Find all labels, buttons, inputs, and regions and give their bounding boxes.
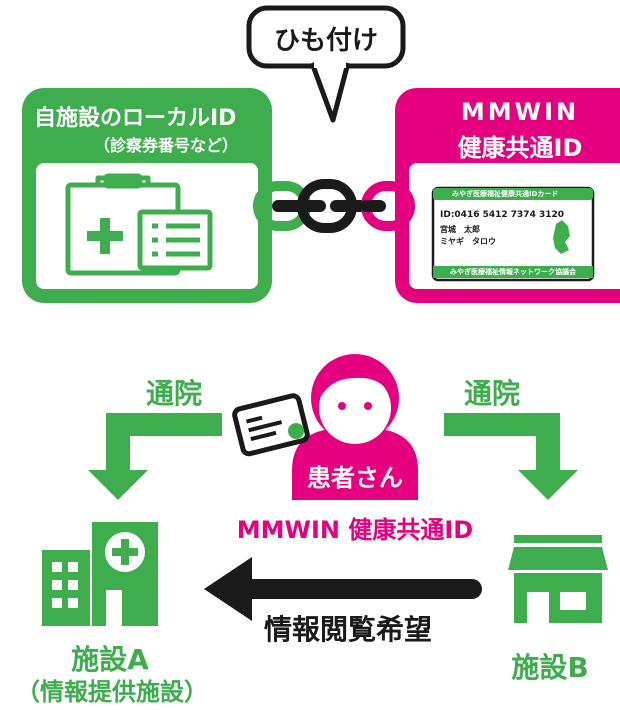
mmwin-id-card-icon xyxy=(431,186,595,282)
card-id-text: ID:0416 5412 7374 3120 xyxy=(440,210,565,220)
facility-a-hospital-icon xyxy=(42,522,158,626)
link-label: ひも付け xyxy=(273,26,378,56)
facility-a-note: （情報提供施設） xyxy=(16,678,208,706)
mmwin-id-title-line2: 健康共通ID xyxy=(457,134,583,162)
facility-b-building-icon xyxy=(508,535,608,623)
facility-b-label: 施設B xyxy=(511,651,589,684)
patient-id-label: MMWIN 健康共通ID xyxy=(236,516,474,544)
clipboard-medical-record-icon xyxy=(65,173,213,276)
card-name-kana: ミヤギ タロウ xyxy=(440,237,496,246)
chain-link-icon xyxy=(253,179,415,233)
card-name-kanji: 宮城 太郎 xyxy=(440,225,480,234)
medical-cross-icon xyxy=(87,218,123,254)
visit-arrow-left xyxy=(88,413,222,500)
patient-label: 患者さん xyxy=(307,464,403,492)
mmwin-id-title-line1: MMWIN xyxy=(460,98,580,126)
card-footer-text: みやぎ医療福祉情報ネットワーク協議会 xyxy=(450,268,576,276)
visit-label-right: 通院 xyxy=(464,377,521,410)
link-speech-bubble xyxy=(246,5,406,123)
facility-a-label: 施設A xyxy=(71,643,149,676)
local-id-subtitle: （診察券番号など） xyxy=(94,136,239,155)
request-label: 情報閲覧希望 xyxy=(263,613,432,646)
visit-label-left: 通院 xyxy=(146,377,203,410)
patient-id-card-icon xyxy=(232,393,310,457)
local-id-title: 自施設のローカルID xyxy=(34,106,237,131)
card-header-text: みやぎ医療福祉健康共通IDカード xyxy=(452,190,559,198)
patient-figure xyxy=(292,354,418,500)
visit-arrow-right xyxy=(444,413,578,500)
request-arrow xyxy=(204,557,482,621)
